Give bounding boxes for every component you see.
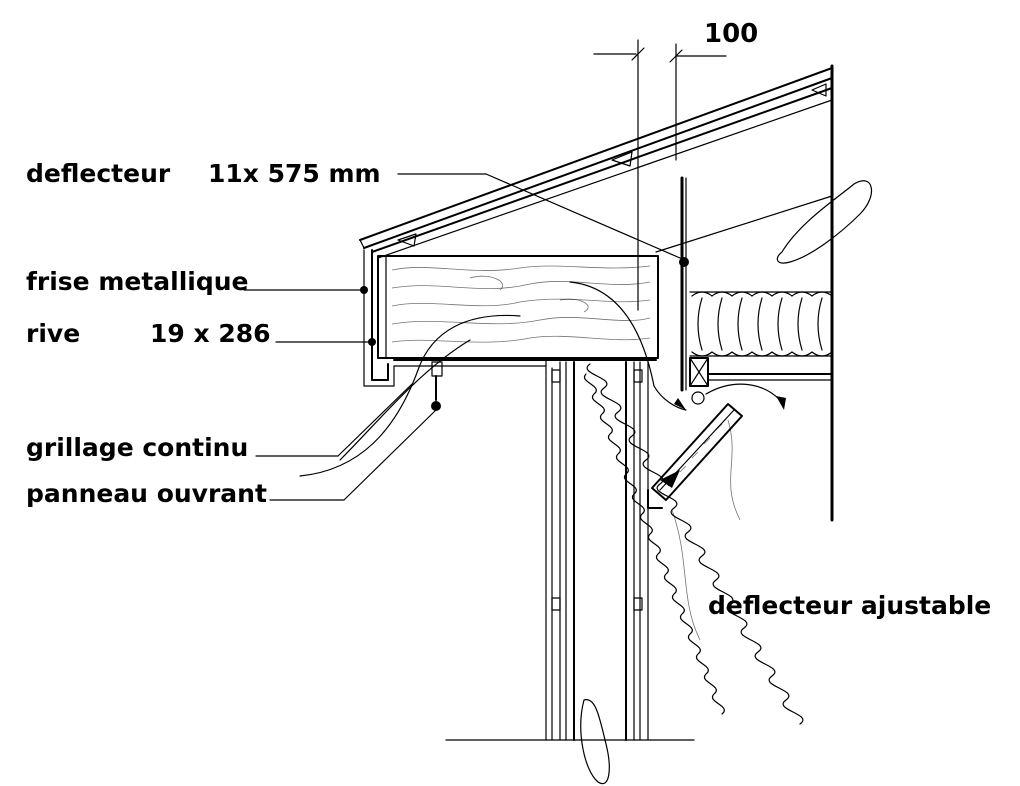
- label-panneau-ouvrant: panneau ouvrant: [26, 479, 267, 508]
- adjustable-deflector-panel: [647, 391, 743, 641]
- label-rive-size: 19 x 286: [150, 319, 271, 348]
- airflow-arrows: [299, 281, 786, 477]
- metal-fascia: [360, 249, 395, 387]
- label-grillage-continu: grillage continu: [26, 433, 248, 462]
- label-frise-metallique: frise metallique: [26, 267, 249, 296]
- label-deflecteur: deflecteur: [26, 159, 171, 188]
- rim-board: [377, 255, 659, 359]
- roof-assembly: [359, 64, 834, 522]
- wall-assembly: [445, 359, 804, 741]
- label-rive: rive: [26, 319, 80, 348]
- dimension-label: 100: [704, 19, 758, 49]
- label-deflecteur-ajustable: deflecteur ajustable: [708, 591, 991, 620]
- dimension-100: 100: [593, 19, 758, 311]
- deflector-board: [397, 173, 689, 392]
- label-deflecteur-size: 11x 575 mm: [208, 159, 381, 188]
- break-symbol-bottom: [580, 699, 610, 785]
- break-symbol-top: [776, 180, 873, 264]
- ceiling-insulation: [689, 291, 833, 387]
- leader-lines: [243, 289, 437, 501]
